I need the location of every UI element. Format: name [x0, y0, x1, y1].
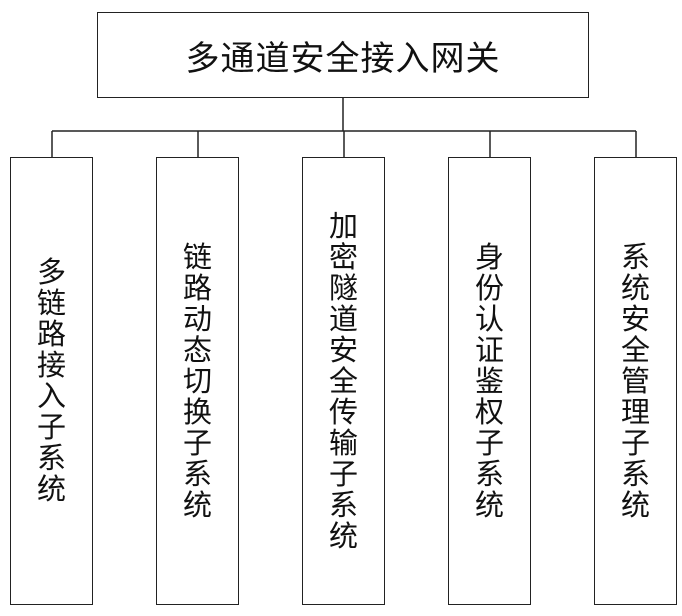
child-node-encrypted-tunnel: 加密隧道安全传输子系统	[302, 157, 385, 605]
child-node-multilink-access: 多链路接入子系统	[10, 157, 93, 605]
root-node: 多通道安全接入网关	[97, 12, 589, 98]
child-node-label: 加密隧道安全传输子系统	[328, 208, 358, 553]
child-node-security-management: 系统安全管理子系统	[594, 157, 677, 605]
child-node-link-switching: 链路动态切换子系统	[156, 157, 239, 605]
child-node-label: 多链路接入子系统	[36, 255, 66, 506]
child-node-identity-auth: 身份认证鉴权子系统	[448, 157, 531, 605]
child-node-label: 身份认证鉴权子系统	[474, 239, 504, 522]
child-node-label: 系统安全管理子系统	[620, 239, 650, 522]
child-node-label: 链路动态切换子系统	[182, 239, 212, 522]
root-node-label: 多通道安全接入网关	[185, 38, 501, 79]
